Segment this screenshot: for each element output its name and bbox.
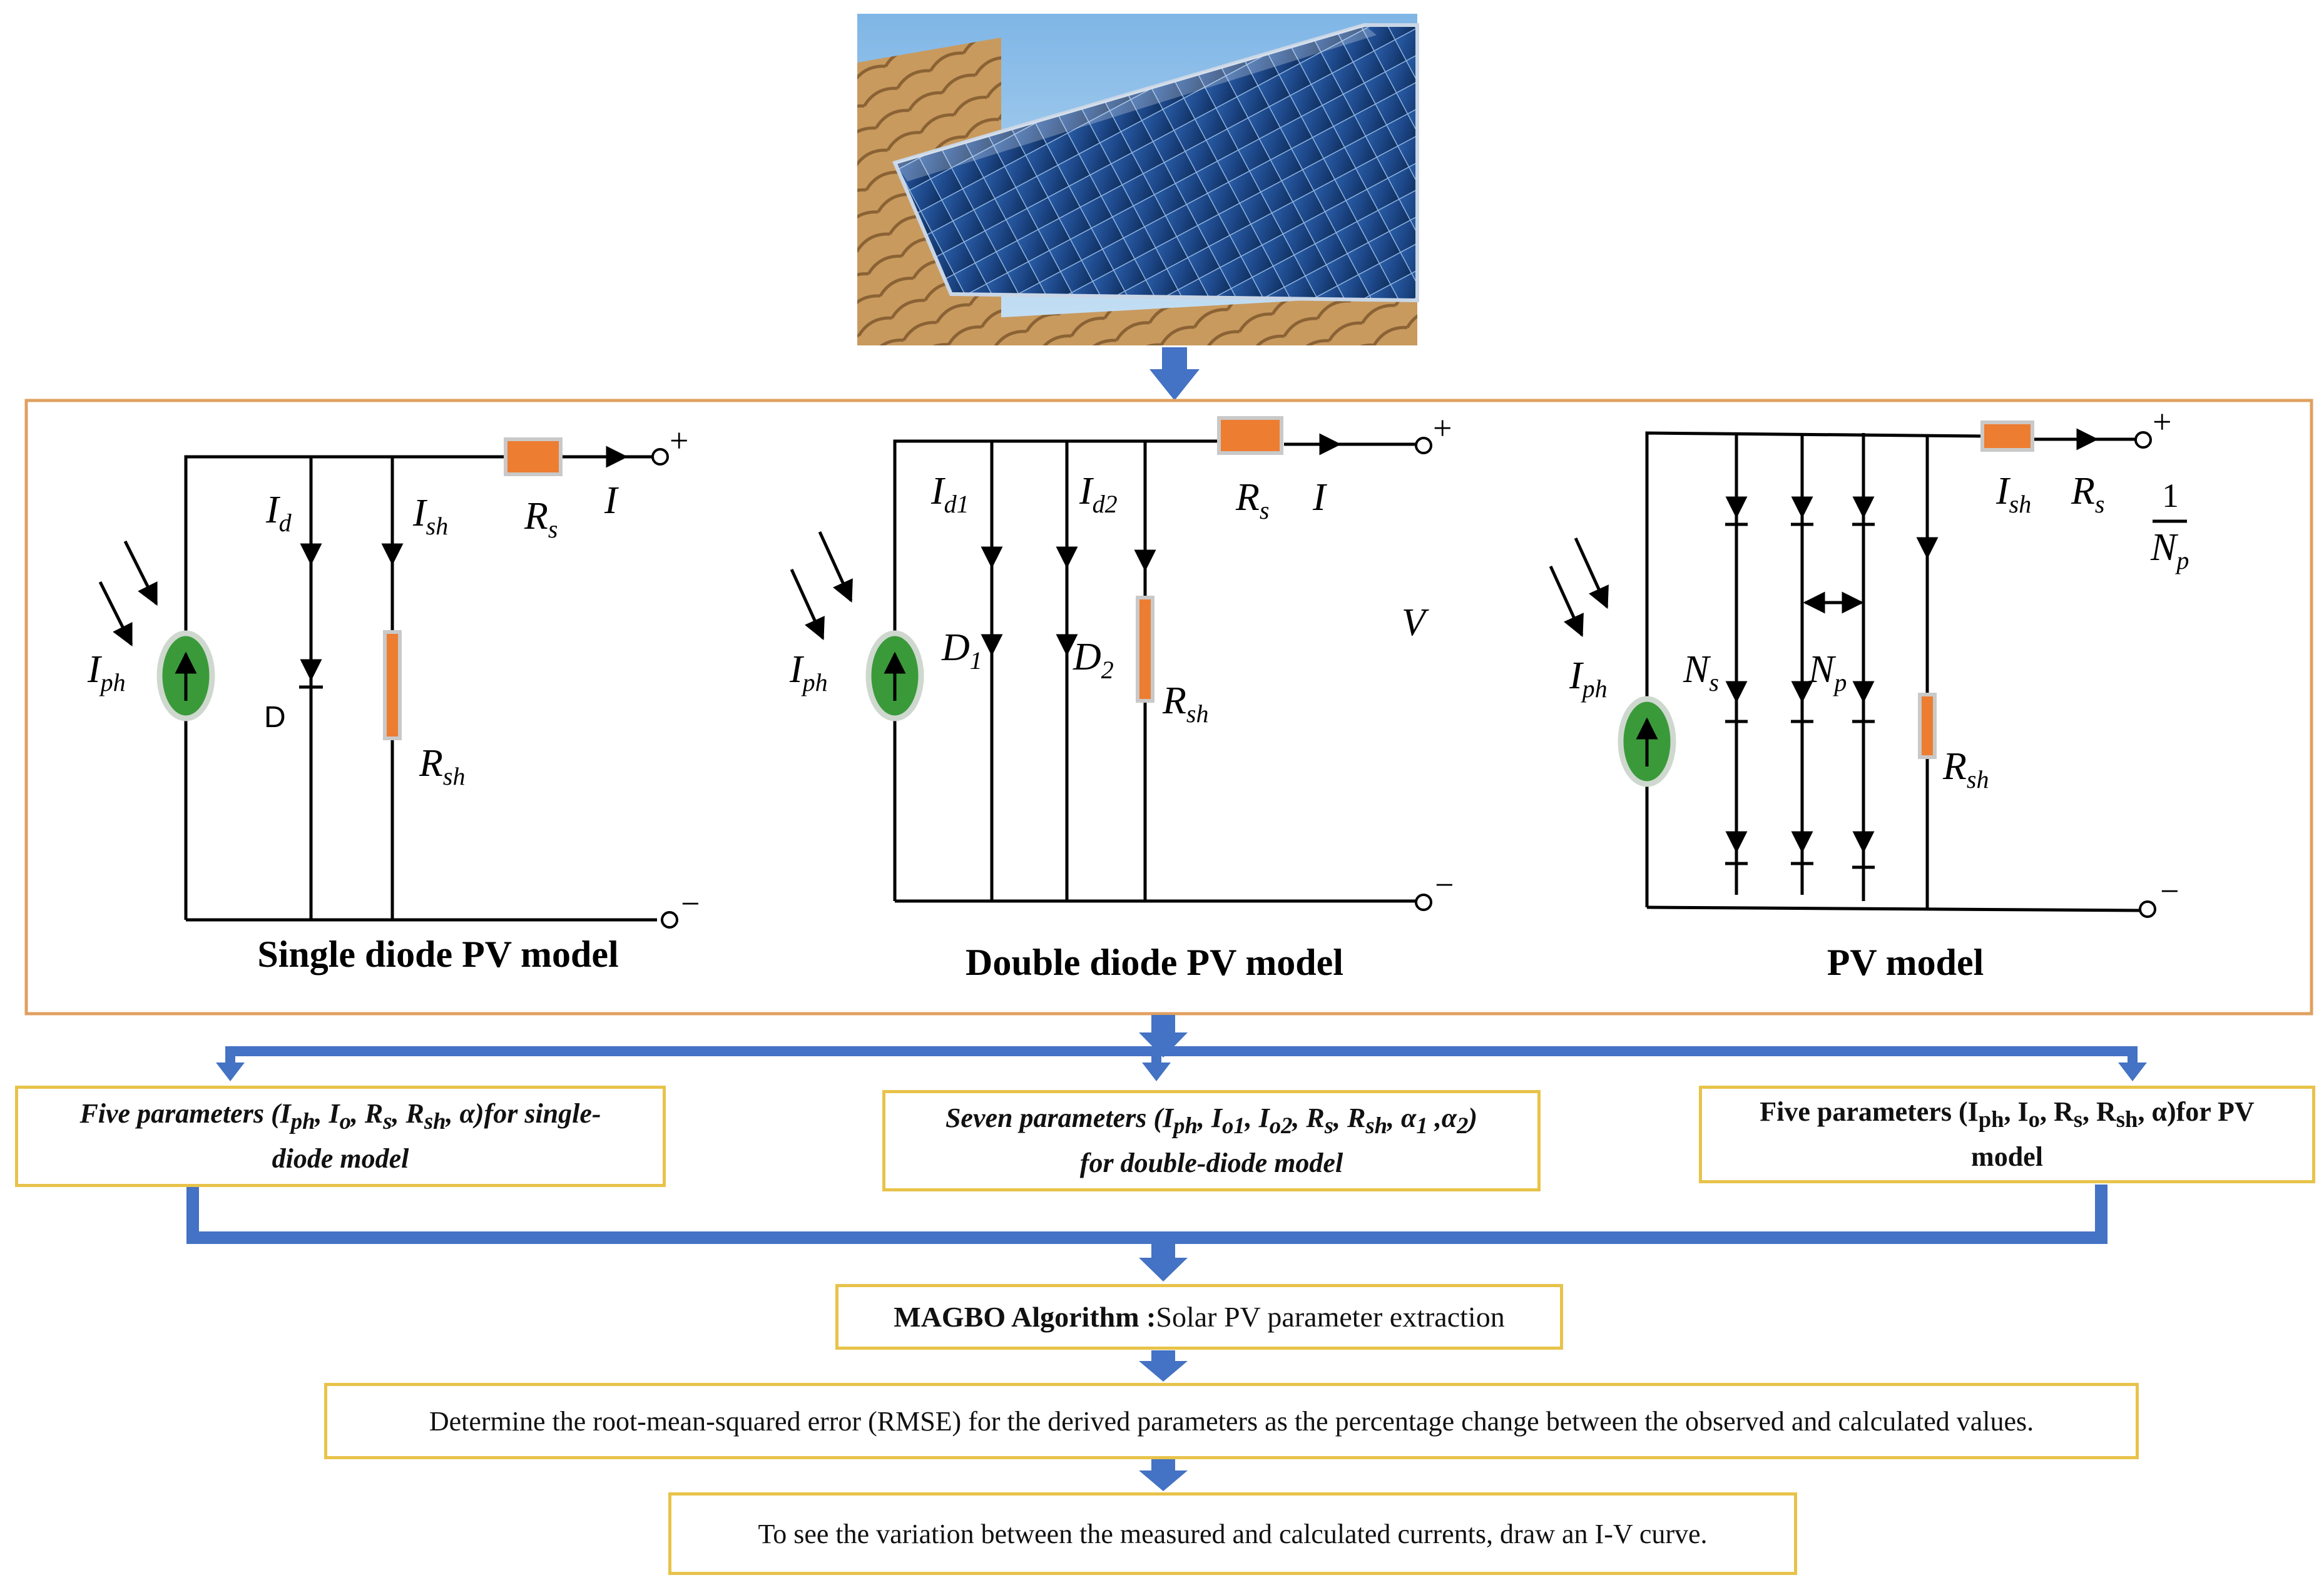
pv-fraction-numerator: 1 <box>2162 477 2179 514</box>
single-rs-resistor <box>504 437 563 476</box>
single-minus-label: − <box>681 885 700 922</box>
double-current-source <box>865 630 924 721</box>
single-rs-label: Rs <box>524 495 558 543</box>
double-rsh-resistor <box>1136 596 1154 703</box>
single-terminal-plus <box>651 448 669 466</box>
double-id2-label: Id2 <box>1079 470 1118 518</box>
pv-params-line1: Five parameters (Iph, Io, Rs, Rsh, α)for… <box>1760 1096 2255 1132</box>
pv-iph-label: Iph <box>1569 655 1608 703</box>
pv-current-source <box>1618 696 1676 787</box>
double-terminal-minus <box>1415 894 1432 911</box>
double-diode-circuit <box>790 433 1420 903</box>
double-rs-resistor <box>1217 416 1283 455</box>
double-i-label: I <box>1312 476 1328 519</box>
single-plus-label: + <box>670 422 688 459</box>
single-id-label: Id <box>265 489 292 537</box>
pv-rs-label: Rs <box>2071 470 2104 518</box>
magbo-step-bold: MAGBO Algorithm : <box>894 1301 1156 1333</box>
single-rsh-resistor <box>383 630 402 740</box>
rmse-step-text: Determine the root-mean-squared error (R… <box>429 1405 2034 1437</box>
pv-rsh-resistor <box>1918 693 1937 759</box>
double-params-line2: for double-diode model <box>1079 1147 1343 1178</box>
single-ish-label: Ish <box>412 492 448 540</box>
double-terminal-plus <box>1415 437 1432 454</box>
pv-ns-label: Ns <box>1683 648 1719 696</box>
double-id1-label: Id1 <box>930 470 969 518</box>
double-params-line1: Seven parameters (Iph, Io1, Io2, Rs, Rsh… <box>945 1103 1478 1138</box>
models-panel <box>24 399 2313 1016</box>
pv-plus-label: + <box>2153 403 2171 441</box>
pv-params-box: Five parameters (Iph, Io, Rs, Rsh, α)for… <box>1699 1086 2315 1183</box>
single-params-box: Five parameters (Iph, Io, Rs, Rsh, α)for… <box>15 1086 666 1187</box>
double-title: Double diode PV model <box>966 942 1343 983</box>
arrow-photo-to-models <box>1149 347 1200 400</box>
pv-fraction-denominator: Np <box>2150 526 2189 574</box>
iv-curve-step-text: To see the variation between the measure… <box>758 1518 1708 1549</box>
double-d2-label: D2 <box>1073 636 1114 684</box>
single-i-label: I <box>604 479 619 522</box>
flow-arrows <box>186 1015 2147 1491</box>
pv-params-line2: model <box>1971 1141 2043 1172</box>
double-rs-label: Rs <box>1235 476 1269 524</box>
pv-title: PV model <box>1827 942 1984 983</box>
single-diode-circuit <box>98 446 657 922</box>
double-params-box: Seven parameters (Iph, Io1, Io2, Rs, Rsh… <box>882 1090 1541 1191</box>
pv-rs-resistor <box>1980 420 2034 452</box>
pv-minus-label: − <box>2160 872 2179 910</box>
pv-rsh-label: Rsh <box>1942 745 1989 793</box>
magbo-step-box: MAGBO Algorithm :Solar PV parameter extr… <box>835 1284 1563 1350</box>
pv-array-circuit <box>1549 428 2187 912</box>
iv-curve-step-box: To see the variation between the measure… <box>668 1492 1797 1575</box>
magbo-step-text: Solar PV parameter extraction <box>1156 1301 1505 1333</box>
single-iph-label: Iph <box>87 648 126 696</box>
double-rsh-label: Rsh <box>1162 680 1208 728</box>
pv-np-label: Np <box>1808 648 1847 696</box>
single-params-line1: Five parameters (Iph, Io, Rs, Rsh, α)for… <box>79 1098 601 1134</box>
single-rsh-label: Rsh <box>419 742 465 790</box>
rmse-step-box: Determine the root-mean-squared error (R… <box>324 1383 2139 1459</box>
single-title: Single diode PV model <box>257 934 618 975</box>
double-plus-label: + <box>1433 409 1452 447</box>
pv-terminal-plus <box>2134 431 2152 449</box>
double-minus-label: − <box>1435 866 1454 904</box>
single-current-source <box>156 630 215 721</box>
double-d1-label: D1 <box>941 626 982 675</box>
solar-panel-photo <box>857 14 1419 345</box>
single-terminal-minus <box>661 911 678 929</box>
double-v-label: V <box>1402 601 1429 644</box>
single-params-line2: diode model <box>272 1143 409 1174</box>
pv-terminal-minus <box>2139 900 2156 918</box>
double-iph-label: Iph <box>789 648 828 696</box>
pv-ish-label: Ish <box>1995 470 2031 518</box>
single-d-label: D <box>264 701 286 734</box>
